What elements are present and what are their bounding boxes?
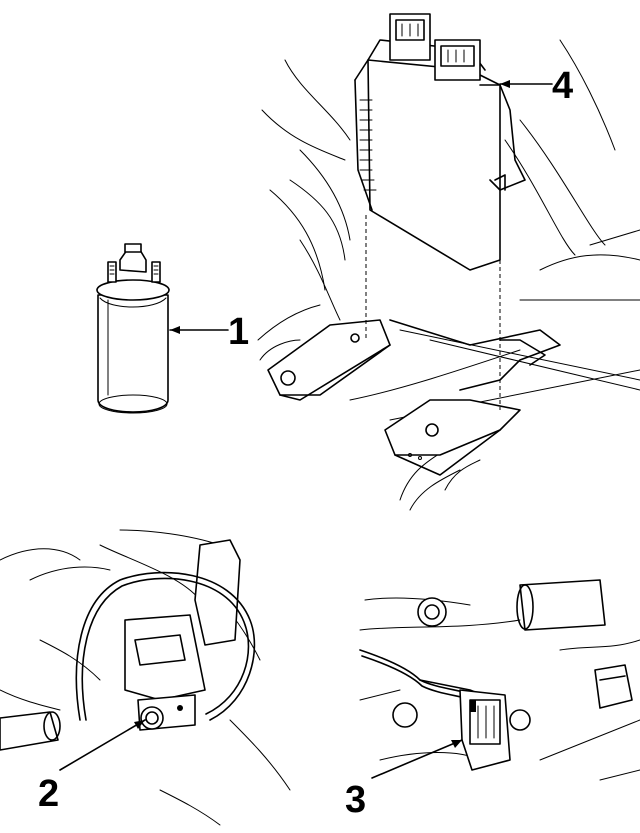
mounting-bracket-left bbox=[267, 319, 561, 401]
callout-4: 4 bbox=[499, 65, 573, 107]
callout-label: 4 bbox=[552, 65, 573, 107]
mounting-guide-lines bbox=[365, 215, 501, 410]
engine-bay-background bbox=[257, 39, 640, 511]
callout-label: 1 bbox=[228, 311, 249, 353]
callout-2: 2 bbox=[38, 719, 146, 815]
crank-sensor-scene bbox=[0, 529, 291, 826]
sensor-connector-scene bbox=[359, 579, 640, 781]
callout-1: 1 bbox=[169, 311, 249, 353]
ignition-coil bbox=[96, 243, 170, 414]
callout-label: 3 bbox=[345, 779, 366, 821]
mounting-bracket-right bbox=[384, 399, 521, 476]
callout-3: 3 bbox=[345, 739, 463, 821]
engine-control-module bbox=[354, 13, 526, 271]
callout-label: 2 bbox=[38, 773, 59, 815]
